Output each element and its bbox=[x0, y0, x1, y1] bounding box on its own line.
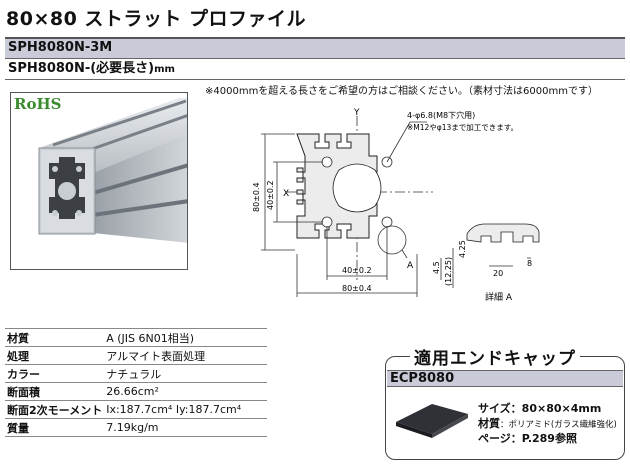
part-code-main: SPH8080N-3M bbox=[5, 37, 625, 58]
page-title: 80×80 ストラット プロファイル bbox=[6, 8, 307, 30]
spec-value: ナチュラル bbox=[104, 364, 267, 383]
center-cavity bbox=[332, 163, 382, 213]
endcap-size: サイズ：80×80×4mm bbox=[478, 400, 601, 416]
endcap-material: 材質：ポリアミド(ガラス繊維強化) bbox=[478, 415, 617, 431]
detail-dim-5: 8 bbox=[527, 259, 532, 268]
spec-row: 処理アルマイト表面処理 bbox=[5, 346, 267, 365]
detail-dim-3: 4.25 bbox=[458, 240, 467, 258]
part-code-custom-unit: mm bbox=[154, 64, 175, 75]
dim-outer-h: 80±0.4 bbox=[342, 284, 372, 293]
detail-circle bbox=[377, 225, 407, 255]
endcap-size-value: ：80×80×4mm bbox=[510, 402, 602, 415]
hole-bl bbox=[321, 216, 333, 228]
endcap-material-value: ：ポリアミド(ガラス繊維強化) bbox=[500, 420, 617, 430]
spec-value: Ix:187.7cm⁴ Iy:187.7cm⁴ bbox=[104, 400, 267, 419]
spec-label: 材質 bbox=[5, 328, 105, 347]
detail-marker: A bbox=[407, 261, 414, 271]
detail-dim-2: 4.5 bbox=[432, 261, 441, 274]
detail-dim-4: 20 bbox=[493, 269, 503, 278]
spec-value: A (JIS 6N01相当) bbox=[104, 328, 267, 347]
endcap-material-label: 材質 bbox=[478, 417, 500, 430]
y-axis-label: Y bbox=[353, 108, 360, 118]
hole-leader bbox=[386, 121, 427, 163]
spec-label: 断面積 bbox=[5, 382, 105, 401]
cross-section-drawing: Y X 4-φ6.8(M8下穴用) ※M12やφ13まで加工できます。 40±0… bbox=[252, 108, 540, 303]
product-photo bbox=[10, 92, 188, 270]
dim-outer-v: 80±0.4 bbox=[252, 182, 261, 212]
hole-label: 4-φ6.8(M8下穴用) bbox=[407, 110, 475, 120]
detail-label: 詳細 A bbox=[485, 291, 513, 303]
endcap-heading: 適用エンドキャップ bbox=[410, 344, 580, 369]
detail-dim-1: (12.25) bbox=[444, 257, 453, 286]
spec-row: カラーナチュラル bbox=[5, 364, 267, 383]
profile-photo-illustration bbox=[38, 98, 187, 243]
endcap-image bbox=[396, 404, 468, 438]
spec-label: 処理 bbox=[5, 346, 105, 365]
part-code-custom: SPH8080N-(必要長さ)mm bbox=[5, 58, 625, 80]
x-axis-label: X bbox=[283, 189, 289, 199]
endcap-page: ページ：P.289参照 bbox=[478, 430, 577, 446]
endcap-page-value: ：P.289参照 bbox=[510, 432, 577, 445]
dim-inner-h: 40±0.2 bbox=[342, 266, 372, 275]
hole-note: ※M12やφ13まで加工できます。 bbox=[407, 122, 518, 132]
spec-value: 7.19kg/m bbox=[104, 418, 267, 437]
detail-view bbox=[466, 223, 540, 243]
dim-inner-v: 40±0.2 bbox=[266, 180, 275, 210]
spec-label: 断面2次モーメント bbox=[5, 400, 105, 419]
hole-br bbox=[381, 216, 393, 228]
part-code-custom-prefix: SPH8080N-(必要長さ) bbox=[8, 61, 155, 76]
length-note: ※4000mmを超える長さをご希望の方はご相談ください。（素材寸法は6000mm… bbox=[205, 86, 598, 97]
spec-label: カラー bbox=[5, 364, 105, 383]
spec-value: アルマイト表面処理 bbox=[104, 346, 267, 365]
spec-label: 質量 bbox=[5, 418, 105, 437]
rohs-logo: RoHS bbox=[14, 95, 62, 113]
hole-tl bbox=[321, 156, 333, 168]
endcap-part-code: ECP8080 bbox=[387, 370, 623, 387]
endcap-page-label: ページ bbox=[478, 432, 511, 445]
spec-value: 26.66cm² bbox=[104, 382, 267, 401]
endcap-size-label: サイズ bbox=[478, 402, 511, 415]
